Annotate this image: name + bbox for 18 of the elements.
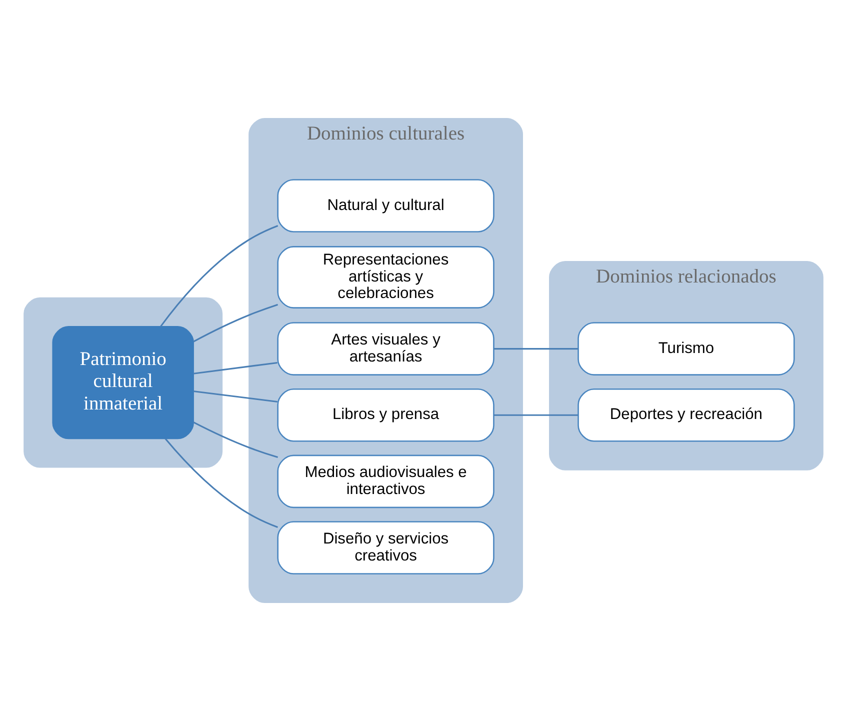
connector bbox=[193, 390, 278, 402]
cluster bbox=[24, 297, 223, 468]
node-box: Representaciones artísticas y celebraciones bbox=[277, 246, 494, 308]
node-box: Medios audiovisuales e interactivos bbox=[277, 454, 494, 508]
node-box: Natural y cultural bbox=[277, 179, 494, 232]
node-box: Libros y prensa bbox=[277, 388, 494, 442]
node-box: Turismo bbox=[578, 322, 795, 376]
connector bbox=[193, 422, 278, 458]
node-box: Patrimonio cultural inmaterial bbox=[52, 326, 194, 440]
connector bbox=[160, 225, 278, 327]
connector bbox=[193, 362, 278, 374]
connector bbox=[193, 304, 278, 342]
node-box: Deportes y recreación bbox=[578, 388, 795, 442]
node-box: Artes visuales y artesanías bbox=[277, 322, 494, 376]
connector bbox=[494, 414, 578, 416]
node-box: Diseño y servicios creativos bbox=[277, 521, 494, 574]
connector bbox=[494, 348, 578, 350]
connector bbox=[164, 438, 278, 528]
